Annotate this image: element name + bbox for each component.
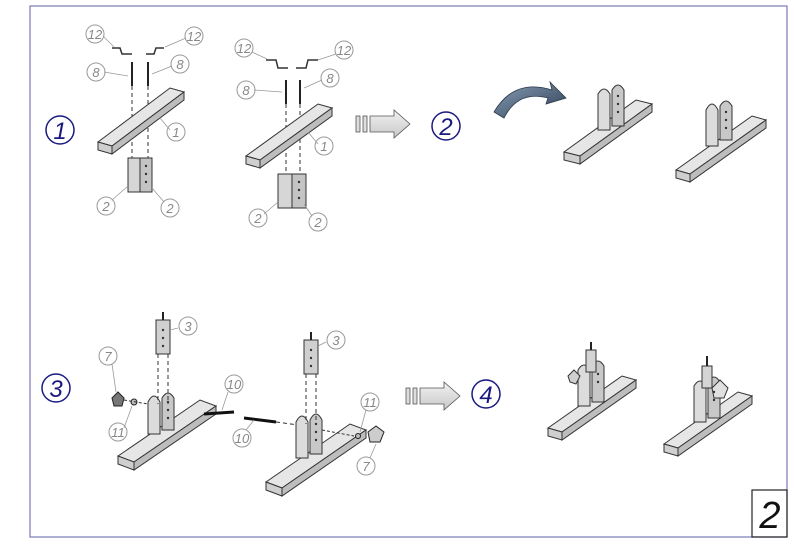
callout-circle	[184, 26, 204, 46]
step-number: 3	[49, 376, 63, 403]
callout-circle	[308, 212, 328, 232]
callout-label: 8	[92, 65, 100, 80]
nut-part	[367, 425, 385, 443]
callout-label: 12	[237, 41, 252, 56]
step-number: 2	[438, 114, 452, 141]
callouts-1b: 12 12 8 8 1 2 2	[234, 38, 354, 232]
block-part	[277, 173, 293, 209]
callout-circle	[85, 24, 105, 44]
callout-label: 8	[176, 57, 184, 72]
assembled-part-2b	[674, 100, 768, 183]
callout-circle	[236, 80, 256, 100]
callout-circle	[360, 392, 380, 412]
callout-label: 12	[88, 27, 103, 42]
assembly-3b	[264, 332, 385, 497]
callout-label: 2	[313, 215, 322, 230]
callout-label: 11	[111, 425, 125, 440]
callout-label: 2	[101, 199, 110, 214]
callout-label: 7	[362, 459, 370, 474]
bracket-part	[266, 59, 288, 69]
callout-circle	[108, 422, 128, 442]
callout-label: 3	[184, 319, 192, 334]
callout-circle	[356, 456, 376, 476]
process-arrow-1	[355, 109, 411, 139]
assembly-3a	[111, 312, 218, 471]
final-part-4b	[662, 356, 754, 457]
step-circle	[45, 115, 75, 145]
callout-label: 8	[326, 71, 334, 86]
callouts-1a: 12 12 8 8 1 2 2	[85, 24, 204, 218]
bracket-part	[146, 47, 164, 55]
callout-circle	[98, 346, 118, 366]
block-part	[127, 157, 141, 193]
callout-circle	[170, 54, 190, 74]
sheet-number-box	[751, 489, 788, 538]
bracket-part	[112, 47, 132, 55]
sheet-number: 2	[758, 495, 780, 537]
axle-part	[243, 416, 277, 424]
assembly-1a	[96, 47, 186, 193]
callout-circle	[166, 122, 186, 142]
step-4-group: 4	[471, 342, 754, 457]
callout-label: 12	[337, 43, 352, 58]
final-part-4a	[546, 342, 638, 441]
callout-label: 7	[104, 349, 112, 364]
callout-circle	[224, 374, 244, 394]
callout-label: 3	[332, 333, 340, 348]
beam-part	[111, 91, 185, 155]
callout-label: 2	[253, 211, 262, 226]
callout-circle	[86, 62, 106, 82]
step-number: 4	[479, 382, 492, 409]
callout-circle	[320, 68, 340, 88]
step-number: 1	[53, 118, 66, 145]
callout-label: 10	[227, 377, 242, 392]
beam-part	[96, 87, 186, 147]
callouts-3: 3 3 7 11 10 10 11 7	[98, 316, 380, 476]
rotate-arrow-icon	[493, 80, 567, 119]
callout-circle	[232, 428, 252, 448]
process-arrow-2	[405, 381, 461, 411]
step-circle	[41, 373, 71, 403]
step-2-group: 2	[431, 80, 768, 183]
callout-label: 2	[165, 201, 174, 216]
callout-circle	[314, 136, 334, 156]
axle-part	[203, 410, 235, 416]
washer-part	[355, 433, 361, 439]
callout-label: 12	[187, 29, 202, 44]
callout-circle	[234, 38, 254, 58]
assembled-part-2a	[562, 84, 654, 165]
assembly-1b	[244, 59, 334, 209]
callout-label: 10	[235, 431, 250, 446]
nut-part	[111, 391, 125, 407]
step-3-group: 3	[41, 312, 461, 497]
bracket-part	[296, 59, 318, 69]
callout-label: 11	[363, 395, 377, 410]
callout-circle	[178, 316, 198, 336]
callout-circle	[326, 330, 346, 350]
callout-circle	[96, 196, 116, 216]
callout-circle	[334, 40, 354, 60]
beam-part	[244, 103, 334, 161]
step-1-group: 1 12 12	[45, 24, 411, 232]
beam-part	[259, 107, 333, 169]
step-circle	[431, 111, 461, 141]
callout-label: 1	[172, 125, 179, 140]
callout-label: 8	[242, 83, 250, 98]
callout-circle	[160, 198, 180, 218]
callout-label: 1	[320, 139, 327, 154]
step-circle	[471, 379, 501, 409]
callout-circle	[248, 208, 268, 228]
sheet-frame	[29, 5, 788, 538]
